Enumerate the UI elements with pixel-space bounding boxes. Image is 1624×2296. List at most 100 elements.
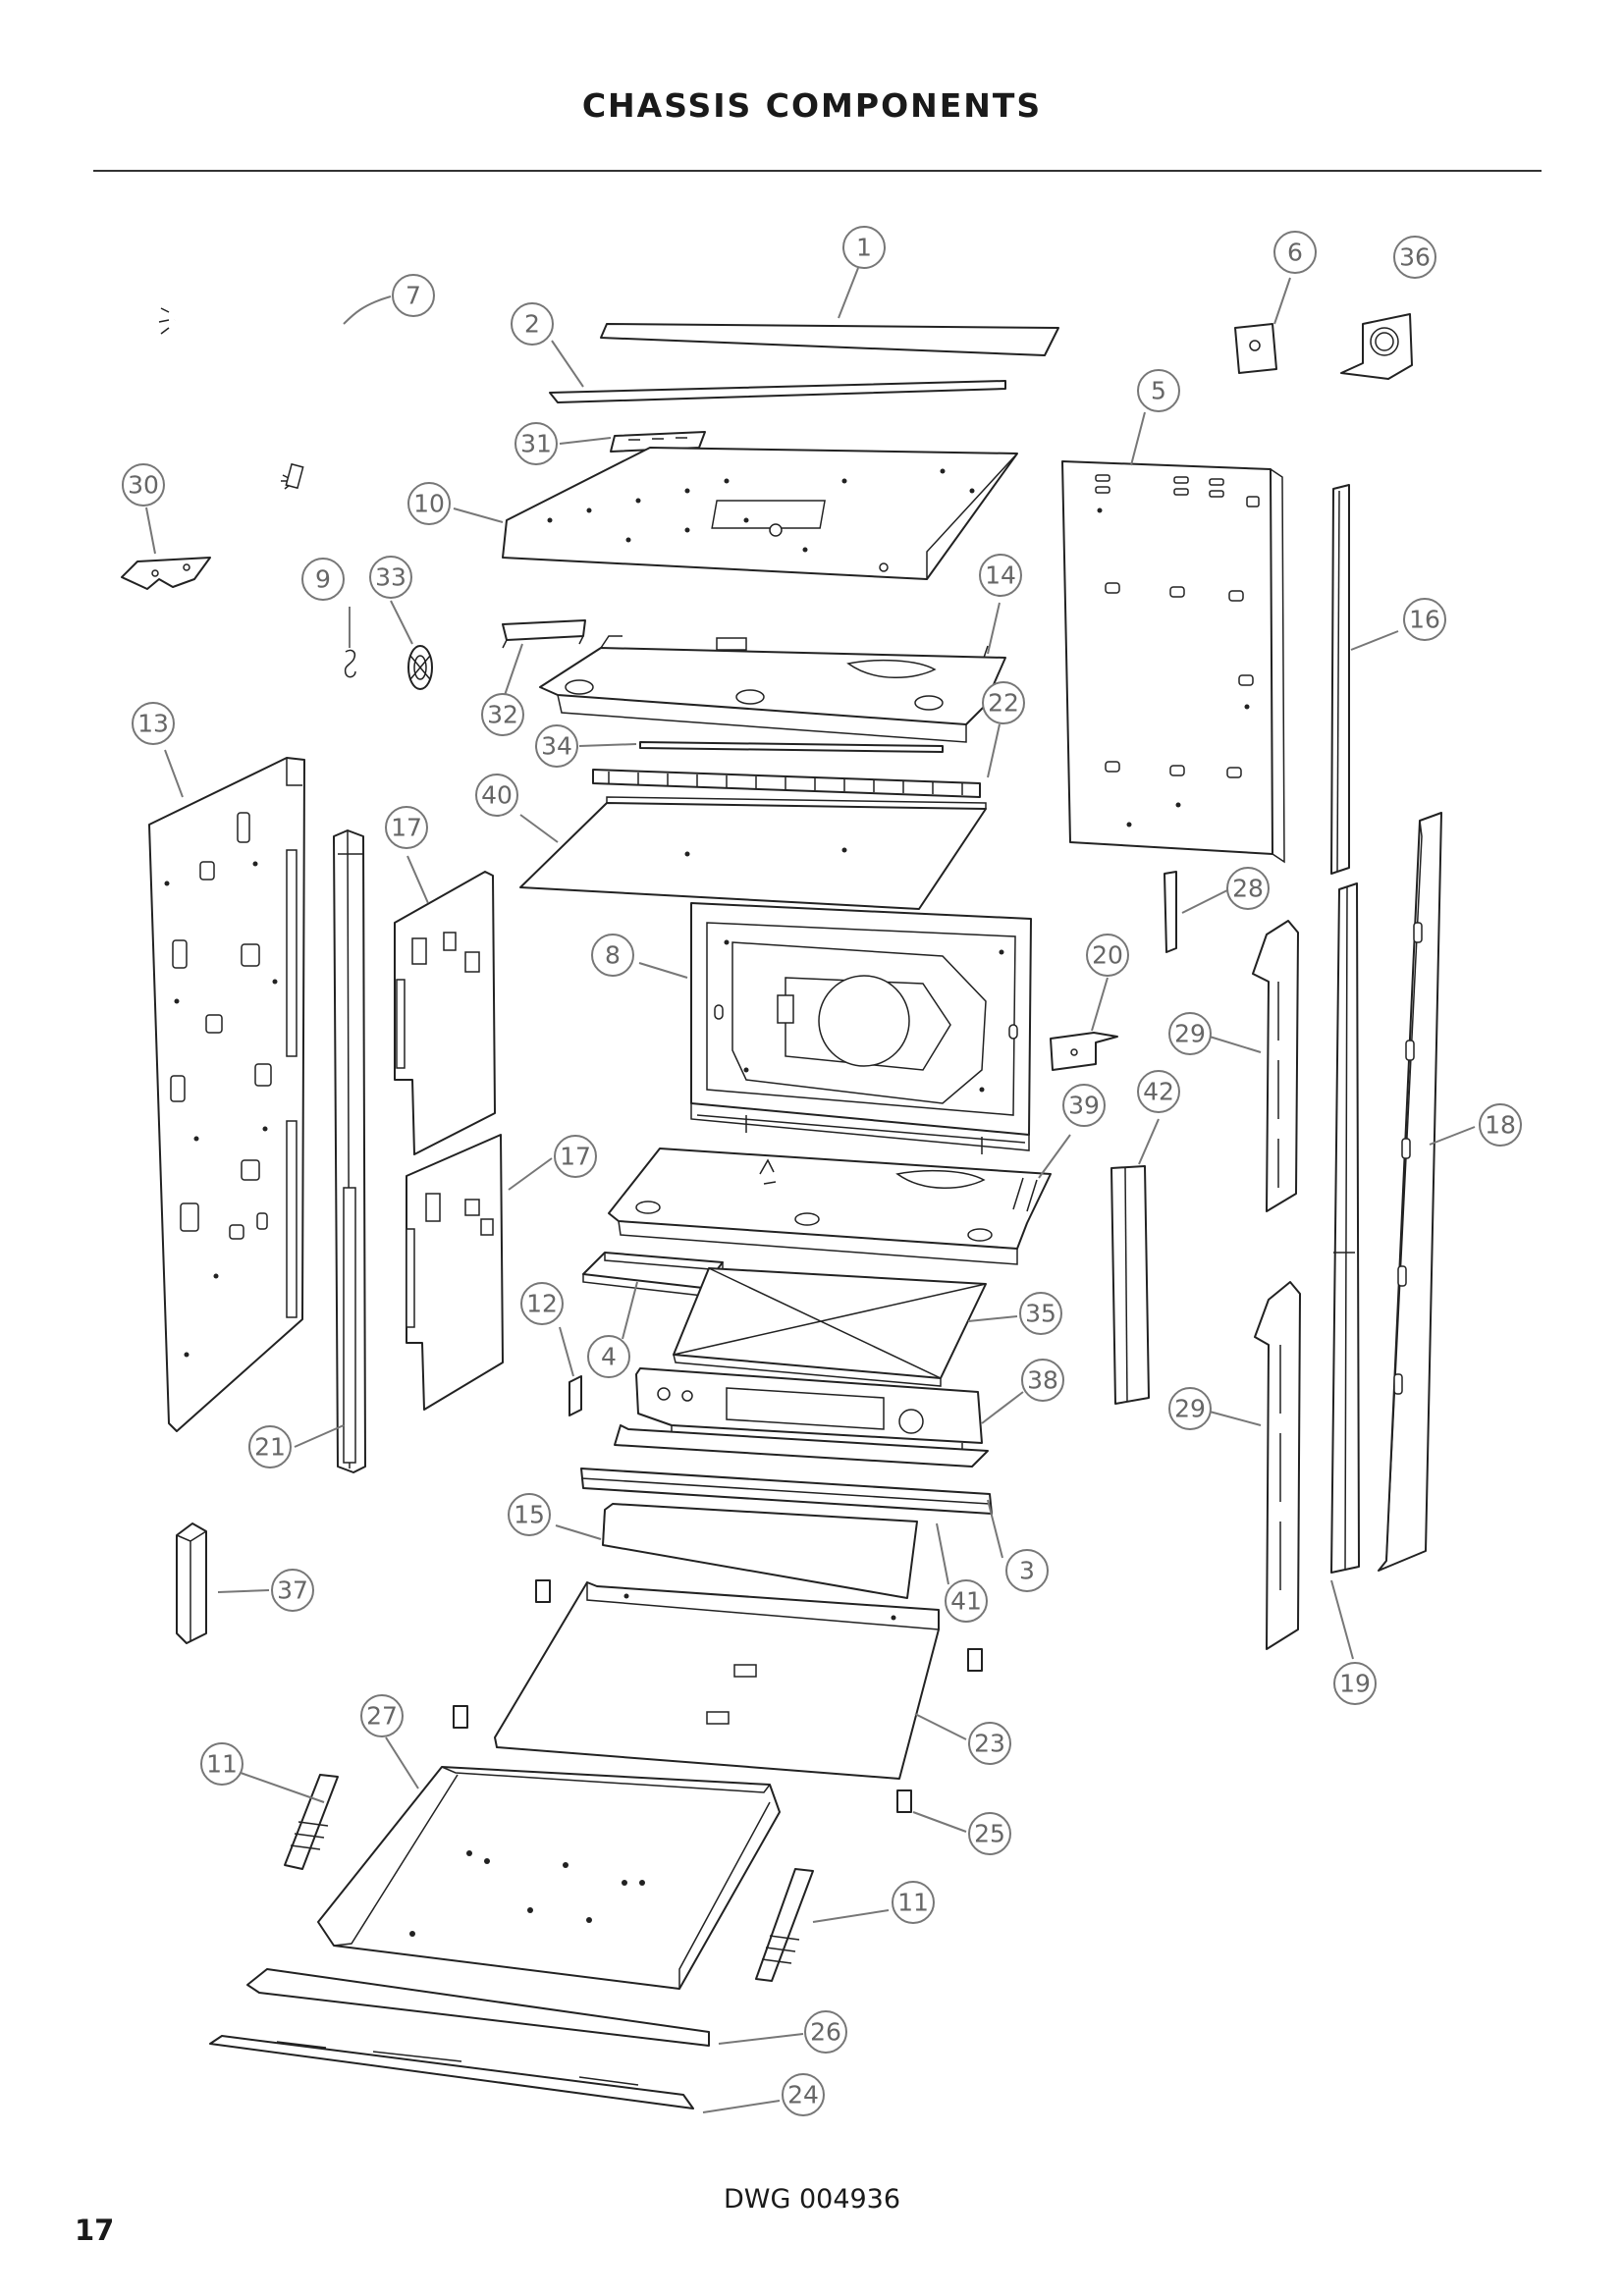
callout-label: 41 (950, 1587, 982, 1616)
callout-8: 8 (591, 934, 634, 977)
callout-30: 30 (122, 463, 165, 507)
callout-label: 11 (897, 1889, 929, 1917)
callout-21: 21 (248, 1425, 292, 1468)
part-1-top-panel (600, 323, 1059, 356)
part-12-small-plate (568, 1375, 582, 1416)
callout-label: 18 (1485, 1111, 1516, 1140)
callout-label: 24 (787, 2081, 819, 2109)
callout-17-upper: 17 (385, 806, 428, 849)
callout-label: 31 (520, 430, 552, 458)
callout-23: 23 (968, 1722, 1011, 1765)
part-13-left-side-panel (148, 757, 305, 1432)
callout-label: 19 (1339, 1670, 1371, 1698)
callout-label: 33 (375, 563, 406, 592)
part-39-oven-floor-panel (608, 1148, 1052, 1265)
callout-11-right: 11 (892, 1881, 935, 1924)
callout-label: 17 (391, 814, 422, 842)
callout-label: 37 (277, 1576, 308, 1605)
callout-label: 36 (1399, 243, 1431, 272)
callout-26: 26 (804, 2010, 847, 2054)
callouts: 1 2 3 4 5 6 7 8 9 10 11 11 12 13 14 15 1… (122, 226, 1522, 2116)
callout-label: 4 (601, 1343, 617, 1371)
part-35-cover-plate (673, 1267, 987, 1387)
callout-22: 22 (982, 681, 1025, 724)
part-31-vent-bracket (610, 431, 706, 453)
part-21-left-rail (333, 829, 366, 1473)
callout-41: 41 (945, 1579, 988, 1623)
part-18-right-side-panel (1378, 812, 1442, 1572)
callout-label: 21 (254, 1433, 286, 1462)
callout-label: 13 (137, 710, 169, 738)
callout-3: 3 (1005, 1549, 1049, 1592)
callout-label: 29 (1174, 1395, 1206, 1423)
callout-label: 16 (1409, 606, 1440, 634)
callout-20: 20 (1086, 934, 1129, 977)
callout-16: 16 (1403, 598, 1446, 641)
part-17-upper-baffle (394, 871, 496, 1155)
part-14-mid-panel (539, 635, 1006, 743)
callout-label: 1 (856, 234, 872, 262)
part-11-runner-right (755, 1868, 814, 1982)
callout-40: 40 (475, 774, 518, 817)
callout-14: 14 (979, 554, 1022, 597)
part-5-back-panel (1061, 460, 1285, 864)
drawing-number: DWG 004936 (723, 2184, 901, 2215)
part-34-rod (639, 741, 944, 753)
callout-25: 25 (968, 1812, 1011, 1855)
callout-35: 35 (1019, 1292, 1062, 1335)
callout-label: 11 (206, 1750, 238, 1779)
callout-label: 8 (605, 941, 621, 970)
callout-label: 10 (413, 490, 445, 518)
part-38-control-housing (635, 1367, 983, 1455)
part-11-runner-left (284, 1774, 339, 1870)
callout-label: 32 (487, 701, 518, 729)
callout-label: 38 (1027, 1366, 1058, 1395)
callout-1: 1 (842, 226, 886, 269)
part-37-bracket (176, 1522, 207, 1644)
callout-label: 5 (1151, 377, 1166, 405)
callout-label: 9 (315, 565, 331, 594)
callout-label: 12 (526, 1290, 558, 1318)
callout-29-upper: 29 (1168, 1012, 1212, 1055)
part-blocks (453, 1579, 983, 1813)
callout-label: 27 (366, 1702, 398, 1731)
callout-42: 42 (1137, 1070, 1180, 1113)
callout-label: 40 (481, 781, 513, 810)
callout-24: 24 (782, 2073, 825, 2116)
part-4-tray (582, 1252, 724, 1297)
part-19-right-rail (1330, 882, 1360, 1574)
callout-label: 14 (985, 561, 1016, 590)
title-divider (93, 170, 1542, 172)
part-20-bracket (1050, 1032, 1118, 1071)
callout-12: 12 (520, 1282, 564, 1325)
part-32-bracket (502, 619, 586, 649)
part-drawings (121, 302, 1442, 2109)
callout-4: 4 (587, 1335, 630, 1378)
callout-39: 39 (1062, 1084, 1106, 1127)
callout-28: 28 (1226, 867, 1270, 910)
part-30-bracket (121, 557, 211, 590)
part-29-lower-bracket (1254, 1281, 1301, 1650)
callout-label: 7 (406, 282, 421, 310)
callout-5: 5 (1137, 369, 1180, 412)
part-8-oven-cavity (690, 902, 1032, 1154)
part-2-strip (549, 380, 1006, 403)
part-27-bottom-tray (317, 1766, 781, 1990)
callout-label: 39 (1068, 1092, 1100, 1120)
leader-lines (145, 267, 1476, 2113)
callout-29-lower: 29 (1168, 1387, 1212, 1430)
callout-label: 15 (514, 1501, 545, 1529)
callout-label: 29 (1174, 1020, 1206, 1048)
callout-33: 33 (369, 556, 412, 599)
callout-label: 25 (974, 1820, 1005, 1848)
callout-31: 31 (514, 422, 558, 465)
callout-32: 32 (481, 693, 524, 736)
part-17-lower-baffle (406, 1134, 504, 1411)
part-16-right-rail (1330, 484, 1350, 875)
callout-37: 37 (271, 1569, 314, 1612)
callout-label: 3 (1019, 1557, 1035, 1585)
callout-label: 20 (1092, 941, 1123, 970)
part-26-kick-strip (246, 1968, 710, 2047)
page-title: CHASSIS COMPONENTS (581, 86, 1043, 125)
part-9-clip (344, 649, 356, 678)
